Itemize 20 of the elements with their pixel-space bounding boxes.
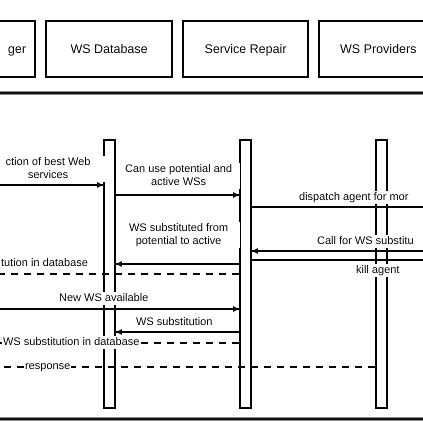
lifeline-title: WS Database bbox=[70, 42, 148, 56]
message-arrow bbox=[0, 306, 239, 312]
message-arrow bbox=[116, 192, 239, 198]
message-arrow bbox=[116, 261, 239, 267]
edge-label: kill agent bbox=[355, 264, 400, 277]
lifeline-box bbox=[45, 20, 173, 78]
lifeline-box bbox=[182, 20, 309, 78]
lifeline-title: WS Providers bbox=[340, 42, 416, 56]
message-arrow bbox=[252, 248, 423, 254]
edge-label: response bbox=[24, 360, 72, 373]
lifeline-title: ger bbox=[8, 42, 26, 56]
lifeline-title: Service Repair bbox=[204, 42, 286, 56]
edge-label: WS substitution in database bbox=[2, 336, 140, 349]
message-arrow bbox=[116, 329, 239, 335]
activation-bar bbox=[239, 139, 252, 409]
edge-label: dispatch agent for mor bbox=[298, 191, 410, 204]
message-arrow bbox=[0, 182, 103, 188]
edge-label: New WS available bbox=[58, 292, 150, 305]
edge-label: Call for WS substitu bbox=[316, 235, 415, 248]
lifeline-box bbox=[318, 20, 423, 78]
